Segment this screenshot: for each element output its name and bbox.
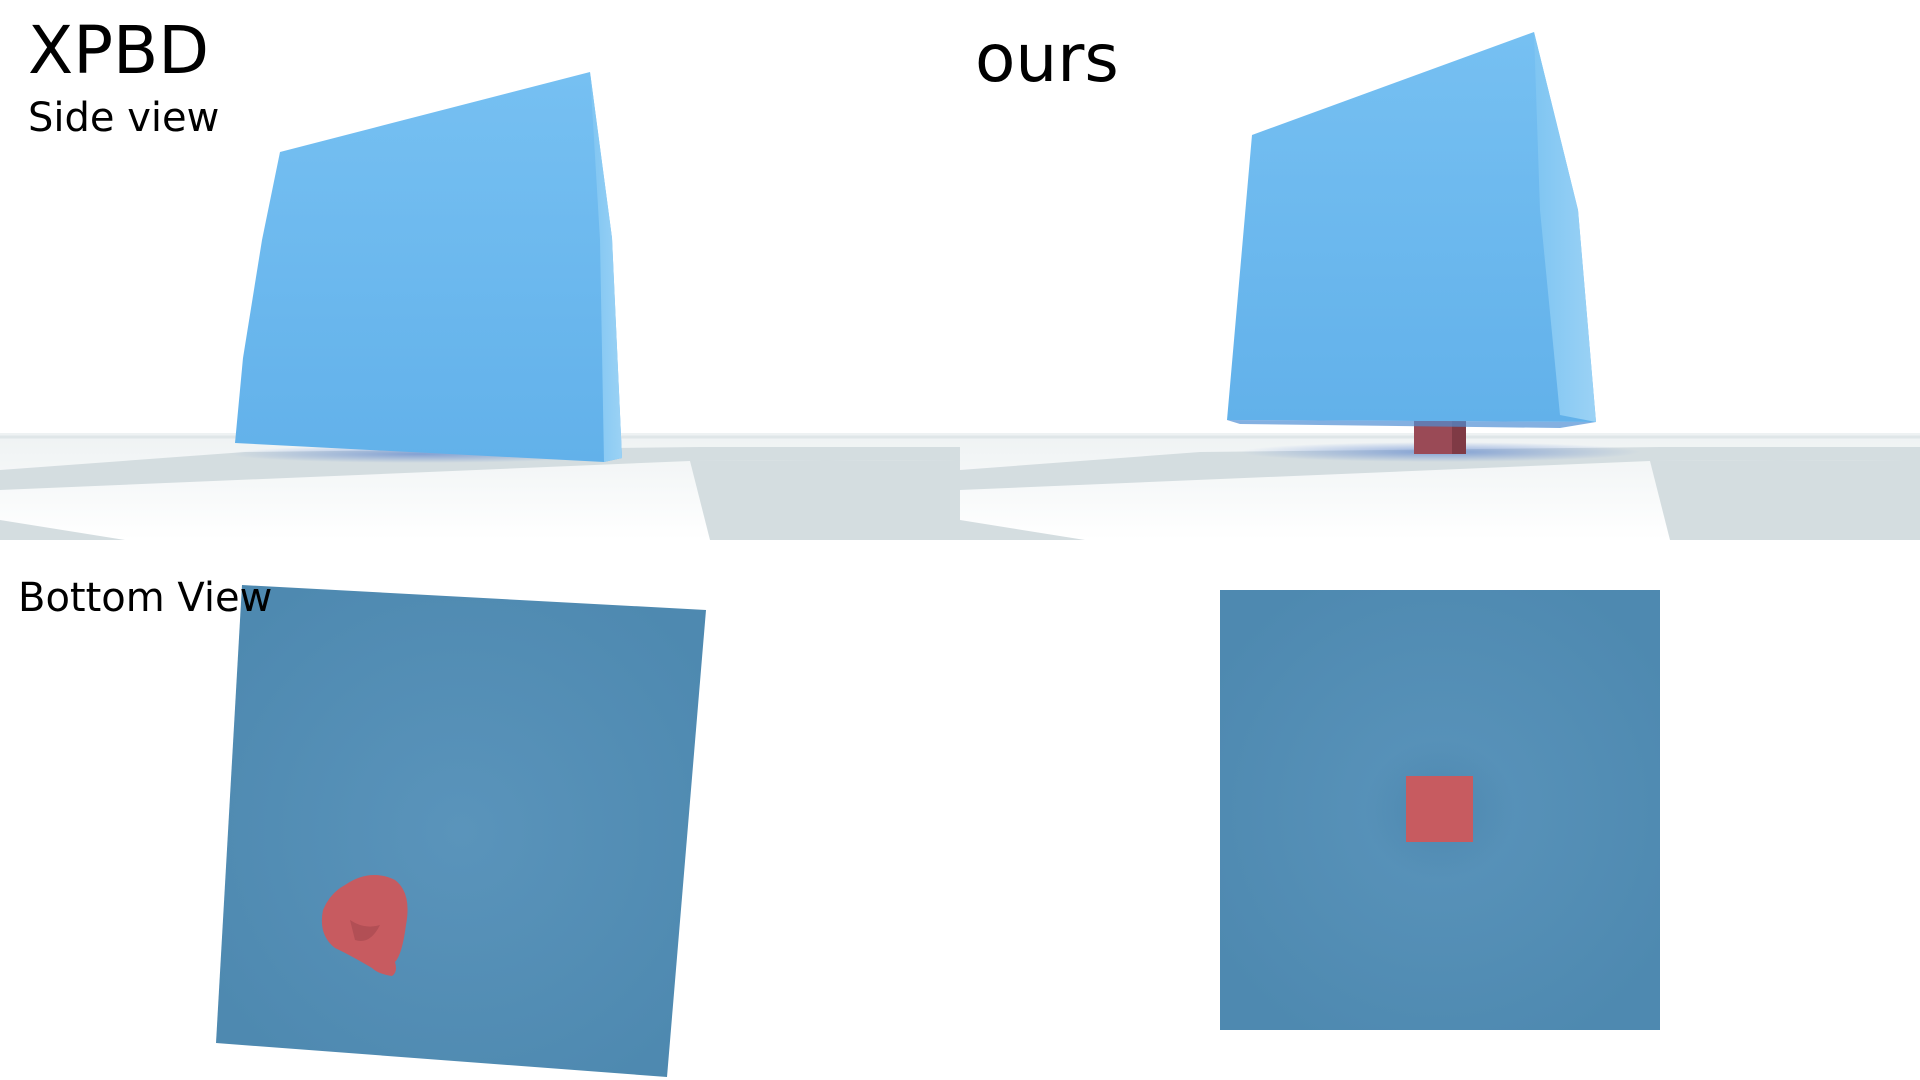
floor-tile bbox=[0, 447, 960, 490]
cube-right-face bbox=[590, 72, 622, 462]
floor-tile bbox=[0, 520, 125, 540]
cube-front-face bbox=[1227, 32, 1596, 422]
deformed-contact-detail bbox=[350, 920, 380, 941]
cube-bottom-face bbox=[216, 585, 706, 1077]
xpbd-bottom-view bbox=[216, 585, 706, 1077]
ours-side-view bbox=[960, 32, 1920, 540]
cube-bottom-edge bbox=[1227, 420, 1596, 428]
contact-block bbox=[1406, 776, 1473, 842]
floor-tile bbox=[690, 460, 960, 540]
floor-tile bbox=[1650, 460, 1920, 540]
side-view-label: Side view bbox=[28, 95, 220, 141]
contact-block-side bbox=[1452, 418, 1466, 454]
floor-tile bbox=[960, 447, 1920, 490]
method-title-ours: ours bbox=[975, 20, 1119, 97]
ours-bottom-view bbox=[1220, 590, 1660, 1030]
deformed-contact-object bbox=[321, 875, 408, 976]
method-title-xpbd: XPBD bbox=[28, 12, 210, 89]
cube-front-face bbox=[235, 72, 622, 462]
floor-tile bbox=[960, 520, 1085, 540]
cube-right-face bbox=[1534, 32, 1596, 422]
bottom-view-label: Bottom View bbox=[18, 575, 273, 621]
xpbd-side-view bbox=[0, 72, 960, 540]
